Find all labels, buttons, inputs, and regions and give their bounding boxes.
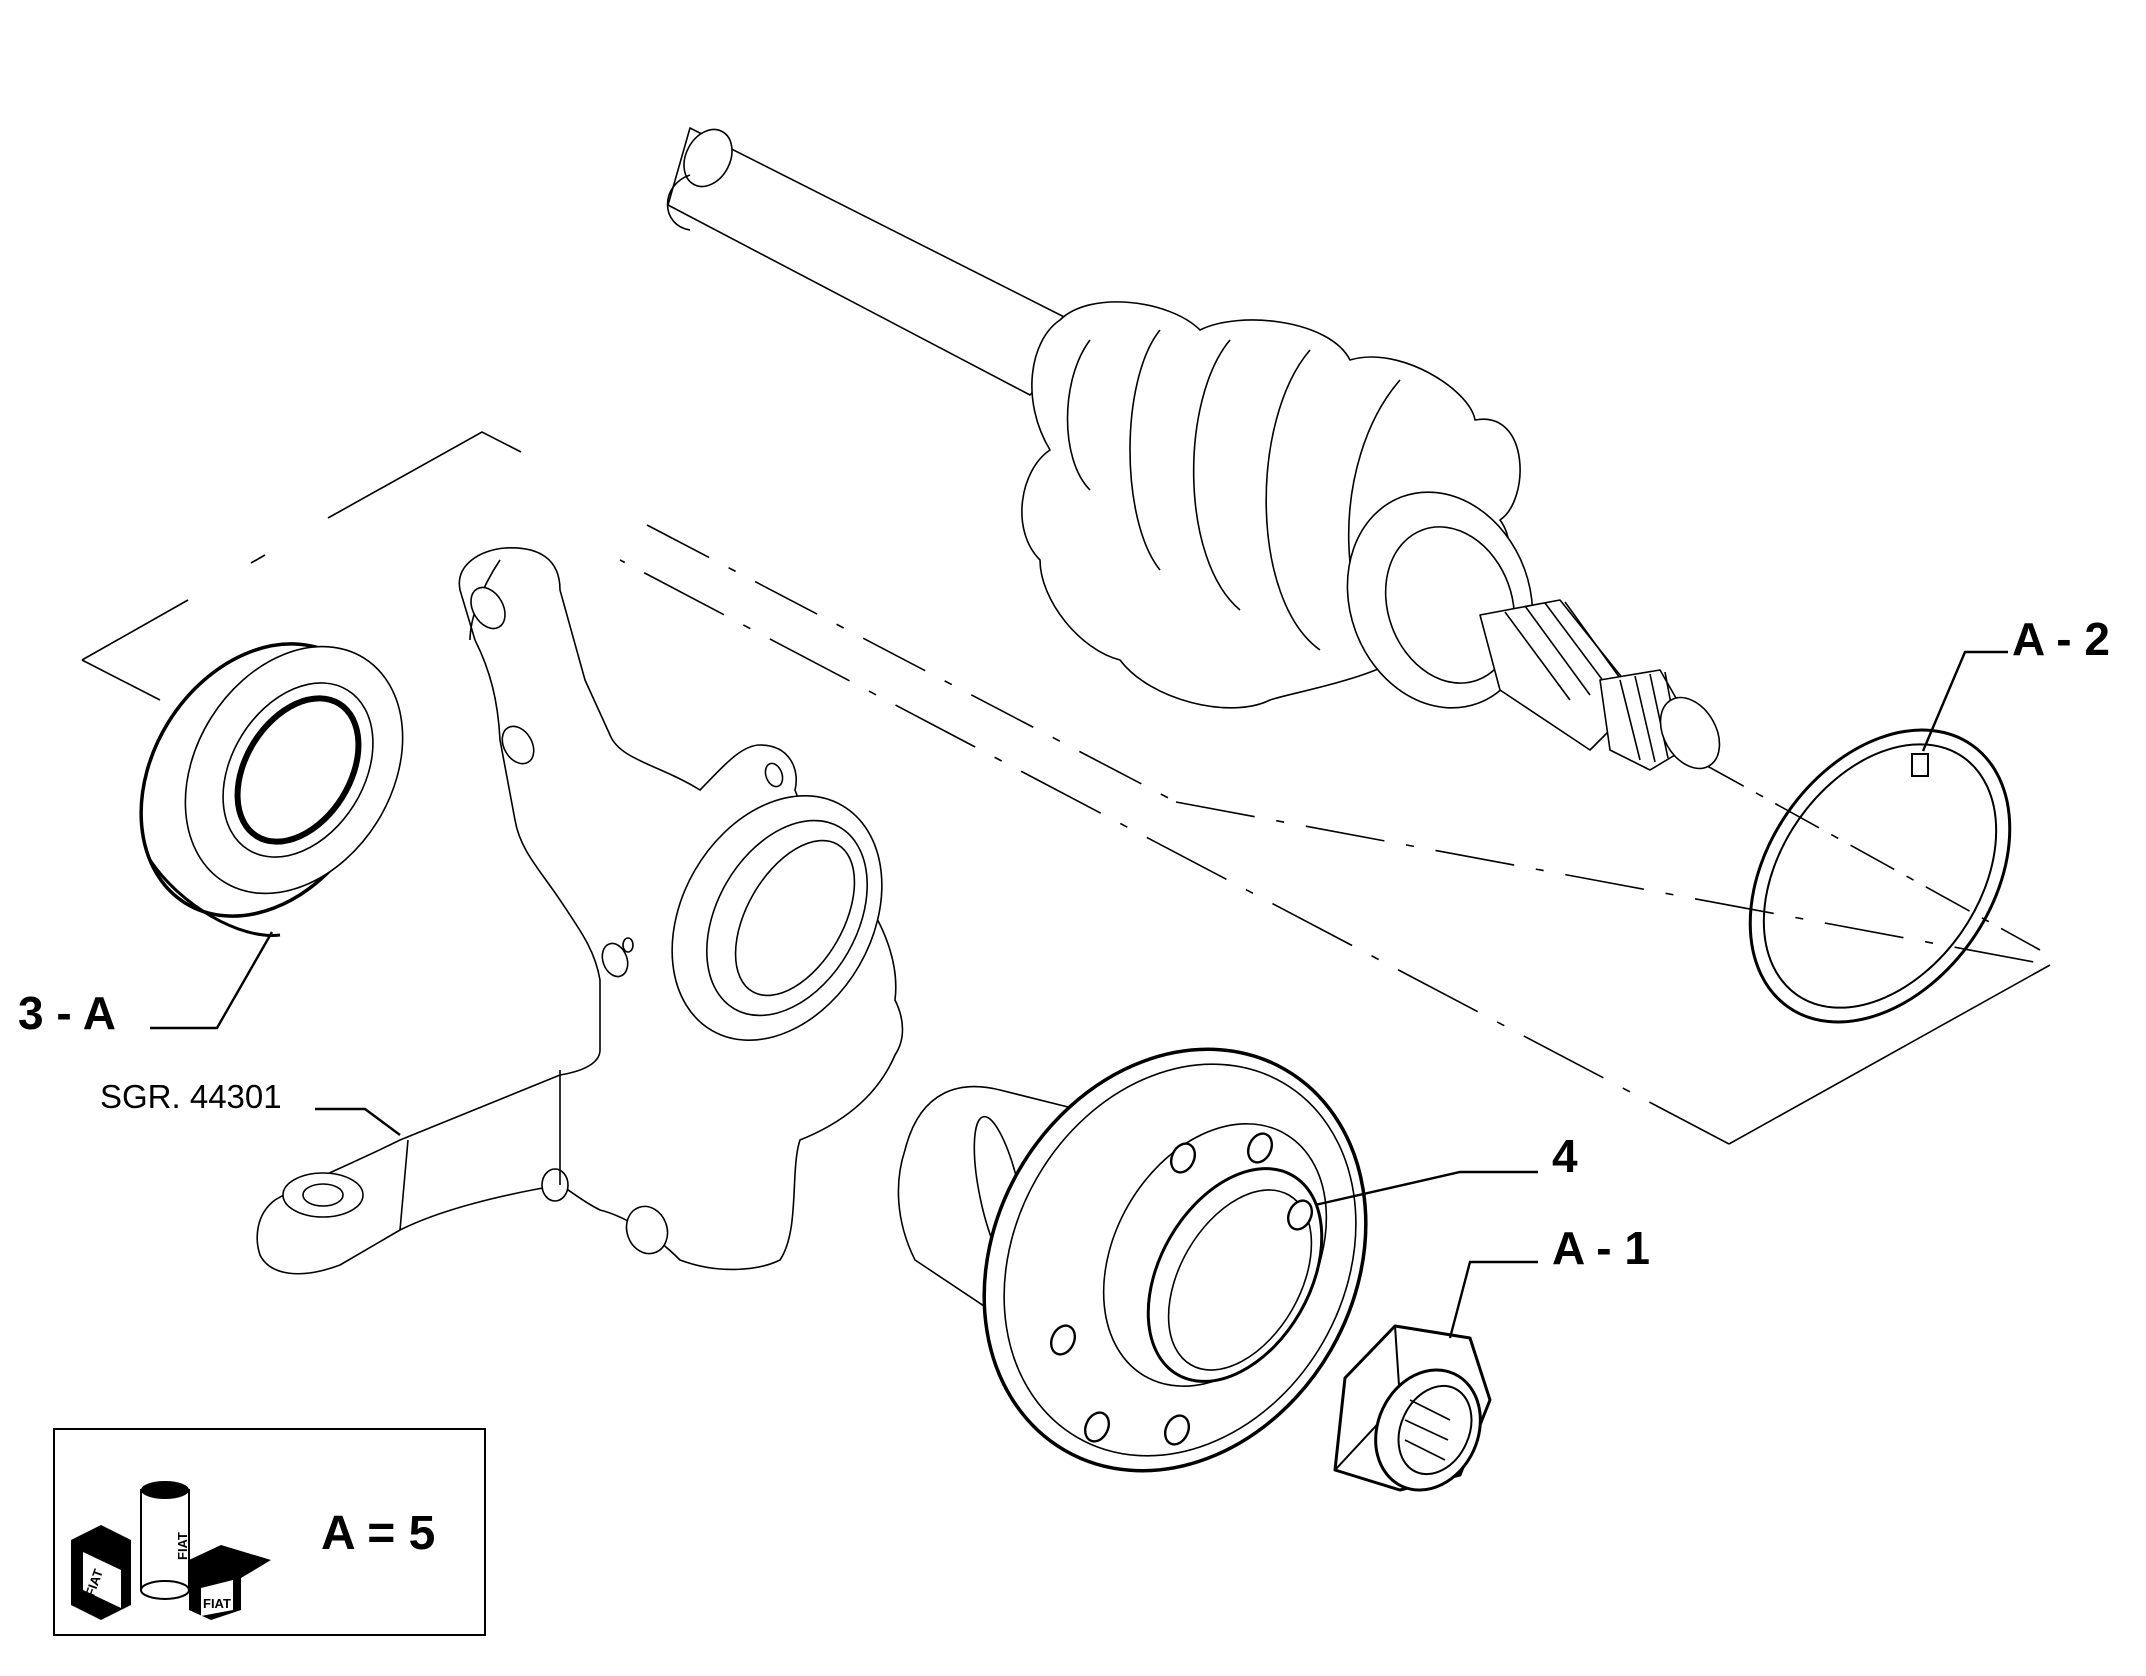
steering-knuckle-icon: [256, 547, 904, 1275]
callout-a-1: A - 1: [1552, 1222, 1650, 1274]
stamp-label-right: FIAT: [203, 1596, 231, 1611]
stamp-label-cylinder: FIAT: [175, 1532, 190, 1560]
wheel-hub-icon: [897, 1047, 1368, 1473]
callout-sgr: SGR. 44301: [100, 1078, 282, 1115]
leader-lines: [150, 650, 2008, 1339]
fiat-kit-icon: FIAT FIAT FIAT: [71, 1481, 271, 1620]
legend-box: FIAT FIAT FIAT A = 5: [53, 1428, 486, 1636]
drive-shaft-icon: [666, 127, 1721, 771]
assembly-plane-outline: [81, 431, 2051, 1145]
wheel-bearing-icon: [139, 642, 404, 937]
callout-a-2: A - 2: [2012, 613, 2110, 665]
snap-ring-icon: [1748, 728, 2012, 1024]
hub-nut-icon: [1333, 1324, 1492, 1492]
legend-equation: A = 5: [321, 1507, 436, 1560]
callout-3-a: 3 - A: [18, 987, 116, 1039]
callout-4: 4: [1552, 1130, 1578, 1182]
